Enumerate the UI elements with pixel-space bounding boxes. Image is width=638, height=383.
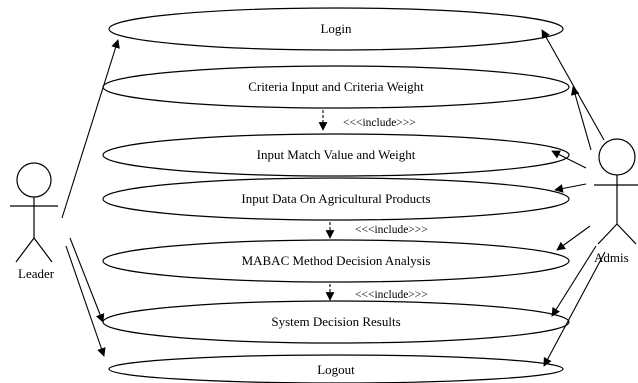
actor-leader-label: Leader — [18, 266, 55, 281]
use-case-criteria: Criteria Input and Criteria Weight — [102, 65, 570, 109]
actor-leader-head — [16, 162, 52, 198]
use-case-results: System Decision Results — [102, 300, 570, 344]
include-mabac-results: <<<include>>> — [325, 284, 428, 301]
use-case-criteria-label: Criteria Input and Criteria Weight — [248, 79, 424, 94]
admin-associations — [541, 29, 606, 367]
include-agri-mabac: <<<include>>> — [325, 222, 428, 239]
association-admin-mabac — [556, 225, 591, 251]
association-admin-login — [541, 29, 605, 141]
use-case-results-label: System Decision Results — [271, 314, 400, 329]
use-case-logout: Logout — [108, 354, 564, 383]
use-case-login-label: Login — [320, 21, 352, 36]
association-leader-login — [61, 39, 120, 219]
actor-admin-label: Admis — [594, 250, 629, 265]
use-case-mabac-label: MABAC Method Decision Analysis — [242, 253, 431, 268]
use-case-logout-label: Logout — [317, 362, 355, 377]
use-case-match: Input Match Value and Weight — [102, 133, 570, 177]
include-label: <<<include>>> — [355, 289, 428, 301]
actor-leader: Leader — [10, 162, 58, 281]
association-leader-results — [69, 237, 105, 323]
use-case-login: Login — [108, 7, 564, 51]
use-case-mabac: MABAC Method Decision Analysis — [102, 239, 570, 283]
actor-admin: Admis — [594, 138, 638, 265]
use-case-agri: Input Data On Agricultural Products — [102, 177, 570, 221]
use-case-agri-label: Input Data On Agricultural Products — [241, 191, 430, 206]
use-case-match-label: Input Match Value and Weight — [257, 147, 416, 162]
leader-associations — [61, 39, 120, 357]
association-admin-criteria — [570, 86, 592, 151]
association-admin-results — [551, 245, 597, 317]
association-admin-agri — [554, 183, 587, 193]
actor-admin-head — [598, 138, 636, 176]
association-admin-match — [551, 150, 587, 169]
association-admin-logout — [543, 251, 606, 367]
include-label: <<<include>>> — [355, 224, 428, 236]
association-leader-logout — [65, 245, 106, 357]
include-criteria-match: <<<include>>> — [318, 110, 416, 131]
include-label: <<<include>>> — [343, 117, 416, 129]
